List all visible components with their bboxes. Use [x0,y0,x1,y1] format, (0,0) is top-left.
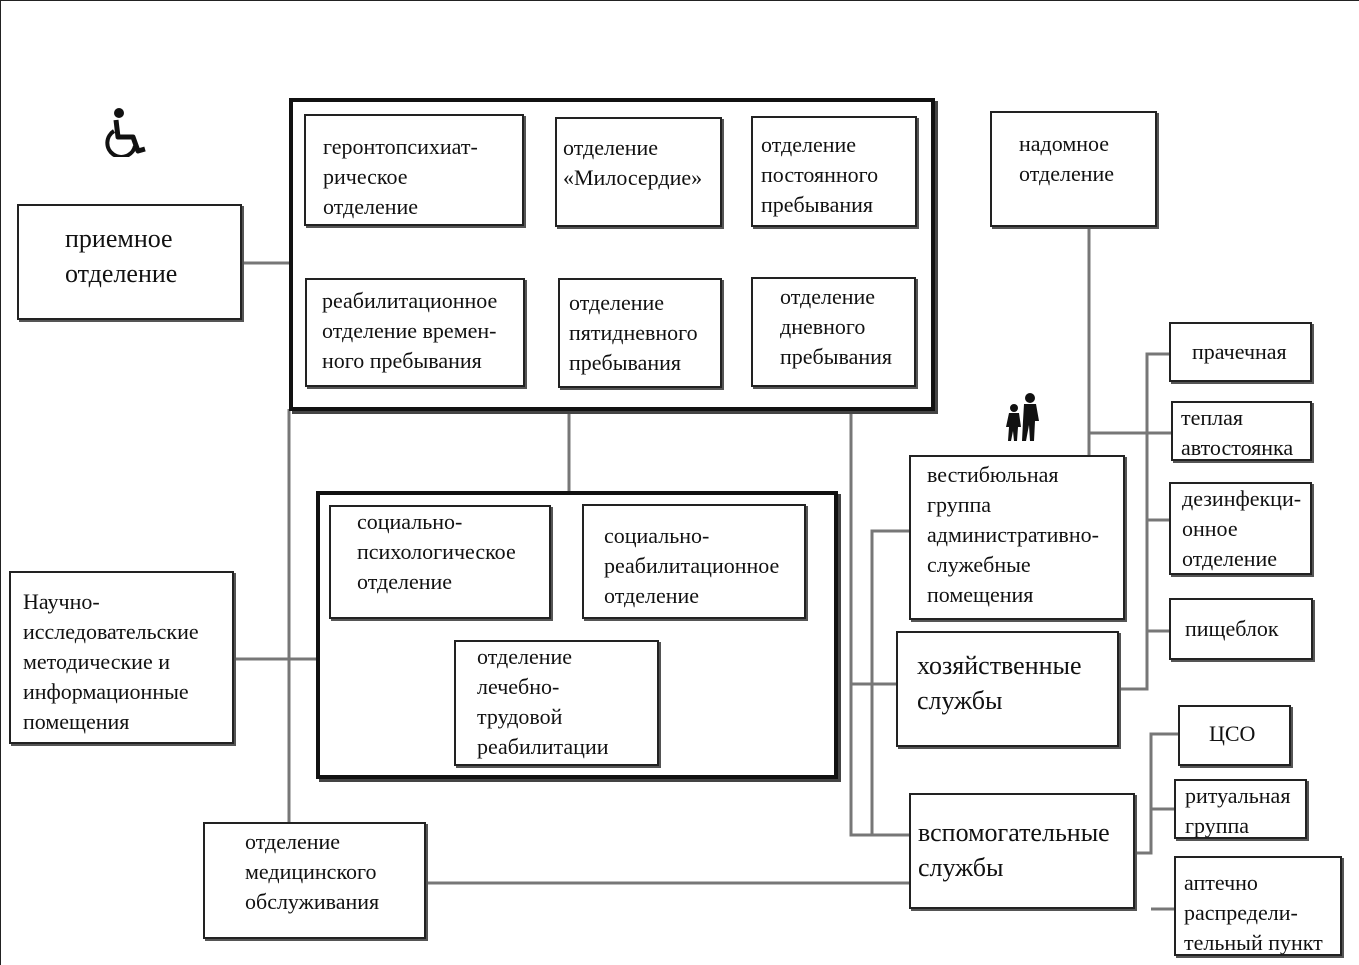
box-hozyaistvennye: хозяйственные службы [896,631,1119,747]
wheelchair-icon [105,108,146,157]
box-lechebno-trudovoy: отделение лечебно- трудовой реабилитации [454,640,659,766]
box-dezinfekcionnoe: дезинфекци- онное отделение [1169,482,1312,575]
box-pyatidnevnogo: отделение пятидневного пребывания [558,278,722,388]
box-nadomnoe: надомное отделение [990,111,1157,227]
box-avtostoyanka: теплая автостоянка [1171,401,1312,461]
box-dnevnogo: отделение дневного пребывания [751,277,916,387]
connector-vestibulnaya [870,529,909,835]
pedestrians-icon [1006,393,1039,441]
box-priemnoe: приемное отделение [17,204,242,320]
residential-departments-frame [289,98,935,411]
box-nauchno: Научно- исследовательские методические и… [9,571,234,744]
social-departments-frame [316,491,838,779]
box-reabil-vremennogo: реабилитационное отделение времен- ного … [305,278,525,387]
box-pishcheblok: пищеблок [1169,598,1313,660]
box-vspomogatelnye: вспомогательные службы [909,793,1135,909]
box-vestibulnaya: вестибюльная группа административно- слу… [909,455,1125,620]
box-postoyannogo: отделение постоянного пребывания [751,116,917,227]
box-medical-service: отделение медицинского обслуживания [203,822,426,939]
box-tso: ЦСО [1178,705,1291,766]
connector-vspomog-bus [1134,732,1178,855]
connector-right-trunk [849,409,909,837]
box-gerontopsychiatric: геронтопсихиат- рическое отделение [304,114,524,226]
box-miloserdie: отделение «Милосердие» [555,117,722,227]
box-social-rehabilitation: социально- реабилитационное отделение [582,504,806,619]
box-ritualnaya: ритуальная группа [1174,779,1307,839]
box-aptechno: аптечно распредели- тельный пункт [1174,856,1342,956]
box-prachechnaya: прачечная [1169,322,1312,382]
box-social-psychological: социально- психологическое отделение [329,505,551,619]
